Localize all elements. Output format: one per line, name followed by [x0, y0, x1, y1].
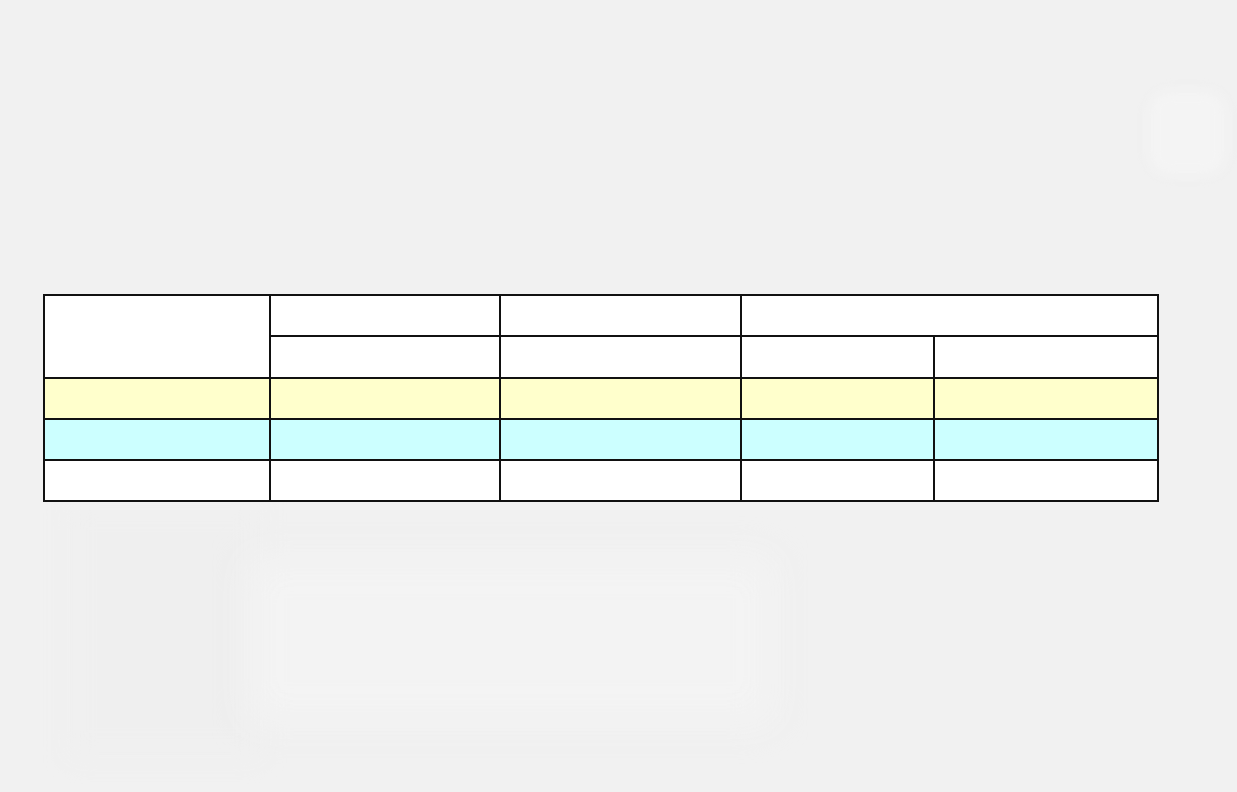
table-cell: [499, 377, 742, 420]
table-cell: [499, 418, 742, 461]
table-header-row: [43, 293, 1159, 380]
table-cell: [269, 458, 501, 503]
table-header-cell: [499, 294, 742, 337]
table-subheader-cell: [933, 334, 1159, 380]
table-subheader-cell: [499, 334, 742, 380]
background-shape: [250, 560, 770, 720]
table-cell: [43, 418, 271, 461]
table-cell: [269, 377, 501, 420]
table-row: [43, 418, 1159, 461]
table-cell: [43, 458, 271, 503]
table-row: [43, 458, 1159, 503]
table-cell: [933, 458, 1159, 503]
table-header-cell: [269, 294, 501, 337]
table-subheader-cell: [740, 334, 935, 380]
table-cell: [740, 458, 935, 503]
table-cell: [499, 458, 742, 503]
data-table: [43, 293, 1159, 503]
table-header-cell: [740, 294, 1159, 337]
table-cell: [933, 377, 1159, 420]
table-subheader-cell: [269, 334, 501, 380]
table-cell: [740, 377, 935, 420]
table-cell: [933, 418, 1159, 461]
table-header-cell: [43, 293, 271, 380]
table-subheader-row: [44, 334, 1159, 380]
background-shape: [1150, 92, 1225, 174]
table-cell: [43, 377, 271, 420]
table-cell: [740, 418, 935, 461]
table-cell: [269, 418, 501, 461]
table-row: [43, 377, 1159, 420]
background-shape: [70, 505, 260, 755]
